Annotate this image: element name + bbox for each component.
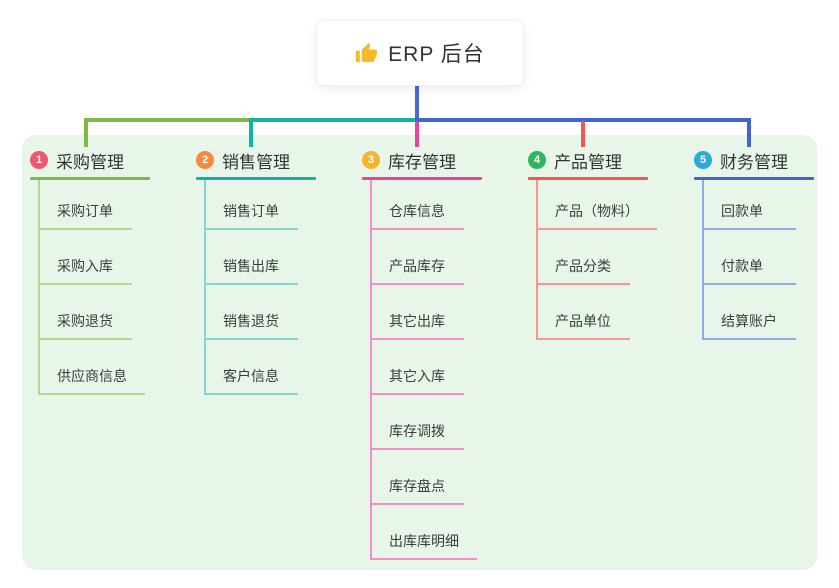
item-node[interactable]: 供应商信息 [40,340,145,395]
branch-badge-4: 4 [528,151,546,169]
branch-3: 3 库存管理仓库信息产品库存其它出库其它入库库存调拨库存盘点出库库明细 [362,147,527,560]
item-node[interactable]: 产品分类 [538,230,630,285]
branch-items: 销售订单销售出库销售退货客户信息 [204,180,361,395]
branch-node-2[interactable]: 2 销售管理 [196,147,361,173]
item-node[interactable]: 采购入库 [40,230,132,285]
branch-label: 财务管理 [720,152,788,172]
branch-1: 1 采购管理采购订单采购入库采购退货供应商信息 [30,147,195,395]
item-node[interactable]: 付款单 [704,230,796,285]
item-node[interactable]: 销售出库 [206,230,298,285]
item-node[interactable]: 库存盘点 [372,450,464,505]
branch-drop-line-2 [249,121,253,147]
branch-badge-3: 3 [362,151,380,169]
item-node[interactable]: 结算账户 [704,285,796,340]
branch-items: 采购订单采购入库采购退货供应商信息 [38,180,195,395]
item-node[interactable]: 销售退货 [206,285,298,340]
branch-node-3[interactable]: 3 库存管理 [362,147,527,173]
branch-badge-2: 2 [196,151,214,169]
item-node[interactable]: 产品单位 [538,285,630,340]
root-stem-line [415,84,419,122]
item-node[interactable]: 销售订单 [206,180,298,230]
branch-4: 4 产品管理产品（物料）产品分类产品单位 [528,147,693,340]
branch-label: 采购管理 [56,152,124,172]
branch-items: 仓库信息产品库存其它出库其它入库库存调拨库存盘点出库库明细 [370,180,527,560]
bus-segment-2 [249,118,415,122]
root-title: ERP 后台 [388,43,485,66]
bus-segment-3 [415,118,751,122]
branch-label: 库存管理 [388,152,456,172]
item-node[interactable]: 采购退货 [40,285,132,340]
branch-label: 销售管理 [222,152,290,172]
thumbs-up-icon [356,42,378,62]
branch-items: 回款单付款单结算账户 [702,180,839,340]
item-node[interactable]: 回款单 [704,180,796,230]
branches-panel [22,135,817,570]
item-node[interactable]: 客户信息 [206,340,298,395]
branch-badge-5: 5 [694,151,712,169]
root-node-erp[interactable]: ERP 后台 [316,20,524,86]
item-node[interactable]: 其它出库 [372,285,464,340]
item-node[interactable]: 其它入库 [372,340,464,395]
branch-items: 产品（物料）产品分类产品单位 [536,180,693,340]
branch-5: 5 财务管理回款单付款单结算账户 [694,147,839,340]
branch-underline [30,177,150,180]
item-node[interactable]: 产品（物料） [538,180,657,230]
branch-badge-1: 1 [30,151,48,169]
branch-drop-line-4 [581,121,585,147]
branch-underline [362,177,482,180]
branch-node-1[interactable]: 1 采购管理 [30,147,195,173]
branch-drop-line-3 [415,121,419,147]
branch-drop-line-1 [84,121,88,147]
branch-underline [694,177,814,180]
branch-drop-line-5 [747,121,751,147]
item-node[interactable]: 出库库明细 [372,505,477,560]
branch-underline [528,177,648,180]
item-node[interactable]: 库存调拨 [372,395,464,450]
item-node[interactable]: 仓库信息 [372,180,464,230]
item-node[interactable]: 采购订单 [40,180,132,230]
branch-node-4[interactable]: 4 产品管理 [528,147,693,173]
branch-2: 2 销售管理销售订单销售出库销售退货客户信息 [196,147,361,395]
branch-node-5[interactable]: 5 财务管理 [694,147,839,173]
branch-underline [196,177,316,180]
item-node[interactable]: 产品库存 [372,230,464,285]
bus-segment-1 [84,118,249,122]
branch-label: 产品管理 [554,152,622,172]
